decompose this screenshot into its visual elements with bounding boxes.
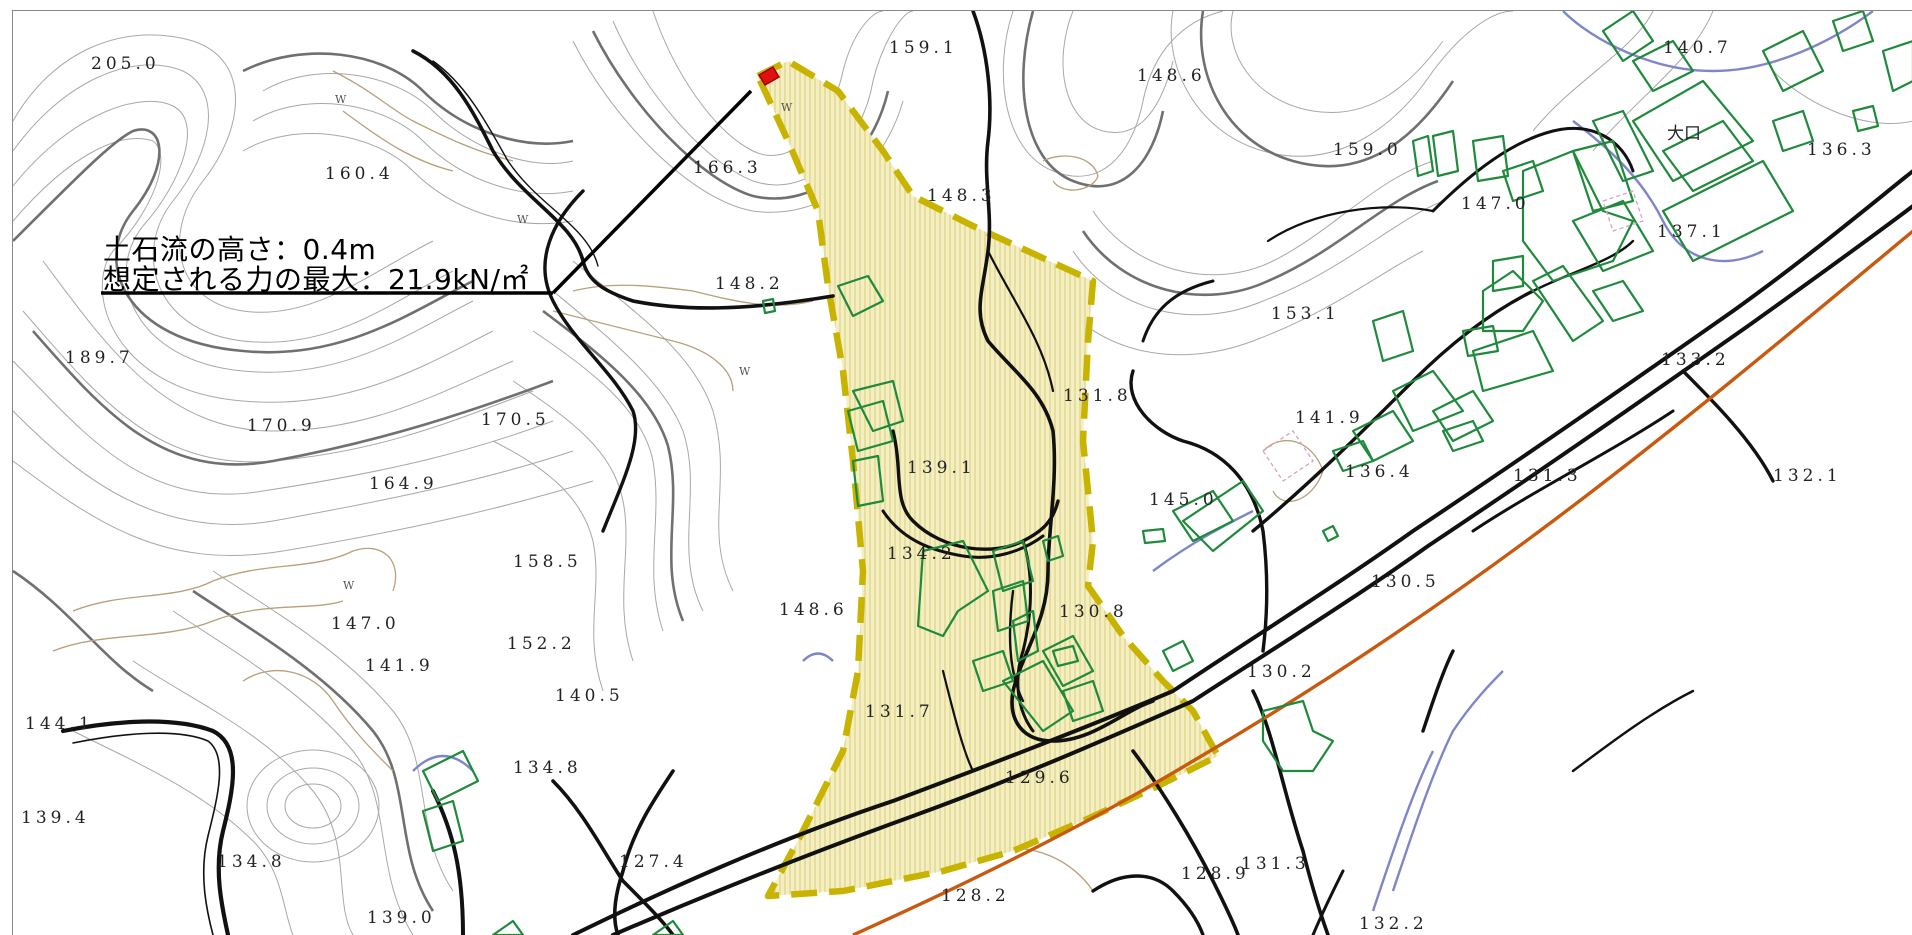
elevation-label: 205.0 [91,54,160,74]
elevation-label: 128.9 [1181,864,1250,884]
elevation-label: 158.5 [513,552,582,572]
elevation-label: 148.3 [927,186,996,206]
map-frame[interactable]: W W W W W 205.0 159.1 148.6 140.7 160.4 166.3… [12,10,1912,935]
elevation-label: 137.1 [1657,222,1726,242]
elevation-label: 132.1 [1773,466,1842,486]
elevation-label: 159.0 [1333,140,1402,160]
elevation-label: 136.4 [1345,462,1414,482]
annotation-debris-height: 土石流の高さ：0.4m [103,233,376,266]
elevation-label: 128.2 [941,886,1010,906]
leader-line [101,89,753,295]
elevation-label: 134.8 [513,758,582,778]
water-lines [412,11,1874,912]
elevation-label: 166.3 [693,158,762,178]
elevation-label: 160.4 [325,164,394,184]
elevation-label: 132.2 [1359,914,1428,934]
hazard-map[interactable]: W W W W W 205.0 159.1 148.6 140.7 160.4 166.3… [13,11,1912,935]
elevation-label: 145.0 [1149,490,1218,510]
railway-line [852,229,1912,935]
elevation-label: 148.6 [779,600,848,620]
elevation-label: 144.1 [25,714,94,734]
index-contours [13,11,1455,912]
elevation-label: 164.9 [369,474,438,494]
elevation-label: 159.1 [889,38,958,58]
elevation-label: 131.8 [1063,386,1132,406]
elevation-label: 139.1 [907,458,976,478]
elevation-label: 130.5 [1371,572,1440,592]
svg-text:W: W [343,579,355,592]
elevation-label: 139.4 [21,808,90,828]
well-markers: W W W W W [335,93,793,592]
debris-origin-marker[interactable] [757,65,781,87]
elevation-label: 170.5 [481,410,550,430]
elevation-label: 129.6 [1005,768,1074,788]
elevation-label: 189.7 [65,348,134,368]
svg-text:W: W [335,93,347,106]
elevation-label: 131.3 [1241,854,1310,874]
elevation-label: 131.3 [1513,466,1582,486]
elevation-label: 147.0 [331,614,400,634]
elevation-label: 139.0 [367,908,436,928]
roads [60,11,1912,935]
elevation-label: 136.3 [1807,140,1876,160]
elevation-label: 141.9 [1295,408,1364,428]
structure-lines [1262,190,1644,482]
elevation-label: 134.8 [217,852,286,872]
elevation-label: 140.5 [555,686,624,706]
svg-text:W: W [517,213,529,226]
elevation-label: 127.4 [619,852,688,872]
hazard-zone[interactable] [754,57,1222,900]
elevation-label: 148.6 [1137,66,1206,86]
elevation-label: 147.0 [1461,194,1530,214]
elevation-label: 170.9 [247,416,316,436]
buildings[interactable] [421,11,1912,935]
elevation-label: 130.2 [1247,662,1316,682]
elevation-label: 148.2 [715,274,784,294]
elevation-label: 153.1 [1271,304,1340,324]
elevation-labels: 205.0 159.1 148.6 140.7 160.4 166.3 148.3 159.0… [21,38,1876,934]
elevation-label: 131.7 [865,702,934,722]
svg-text:W: W [739,365,751,378]
elevation-label: 141.9 [365,656,434,676]
elevation-label: 140.7 [1663,38,1732,58]
elevation-label: 133.2 [1661,350,1730,370]
elevation-label: 134.2 [887,544,956,564]
elevation-label: 152.2 [507,634,576,654]
elevation-label: 130.8 [1059,602,1128,622]
svg-text:W: W [781,101,793,114]
place-name-label: 大口 [1667,124,1701,144]
annotation-max-force: 想定される力の最大：21.9kN/㎡ [103,263,529,296]
